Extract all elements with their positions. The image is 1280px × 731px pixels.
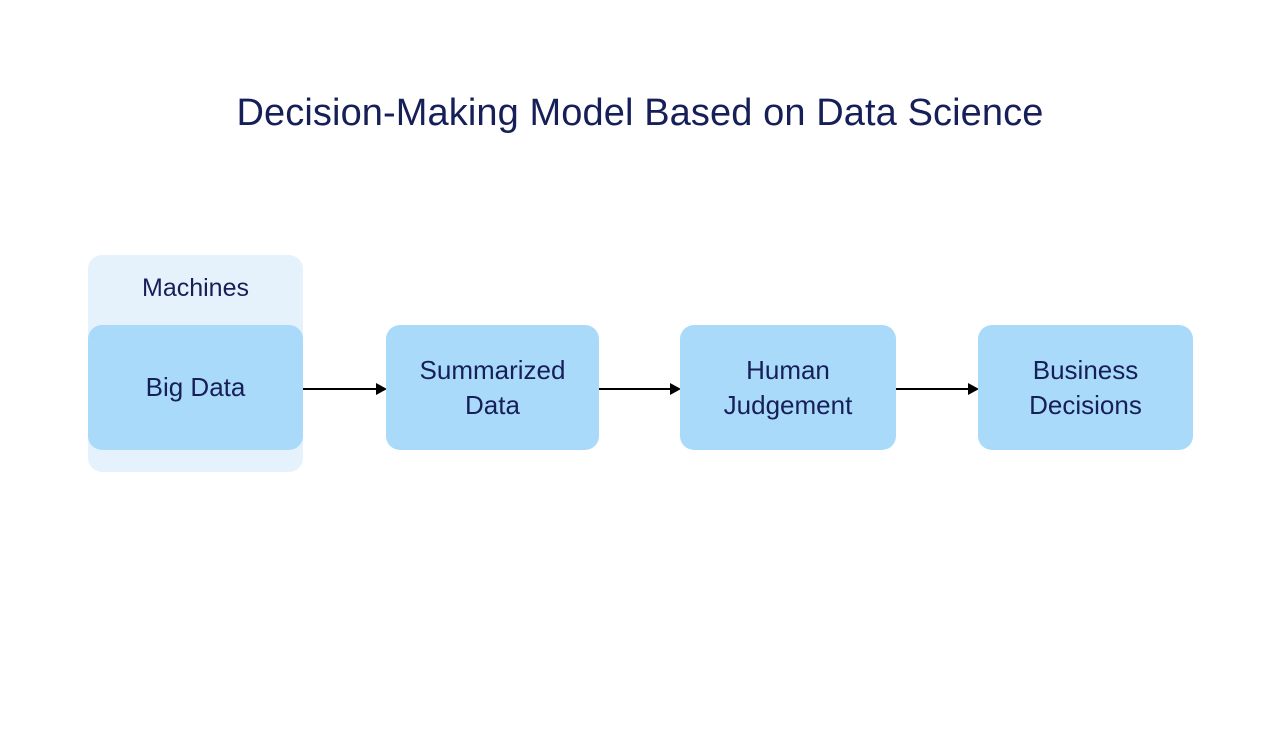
arrow-summarized-data-to-human-judgement <box>599 378 681 400</box>
group-machines-label: Machines <box>142 274 249 302</box>
arrow-human-judgement-to-business-decisions <box>896 378 979 400</box>
node-summarized-data-label: Summarized Data <box>419 354 566 420</box>
node-human-judgement-label: Human Judgement <box>723 354 853 420</box>
node-business-decisions-label: Business Decisions <box>1029 354 1142 420</box>
page-title: Decision-Making Model Based on Data Scie… <box>236 92 1044 134</box>
node-human-judgement[interactable]: Human Judgement <box>680 325 896 450</box>
arrow-big-data-to-summarized-data <box>303 378 387 400</box>
node-summarized-data[interactable]: Summarized Data <box>386 325 599 450</box>
node-big-data-label: Big Data <box>145 372 246 403</box>
node-big-data[interactable]: Big Data <box>88 325 303 450</box>
node-business-decisions[interactable]: Business Decisions <box>978 325 1193 450</box>
